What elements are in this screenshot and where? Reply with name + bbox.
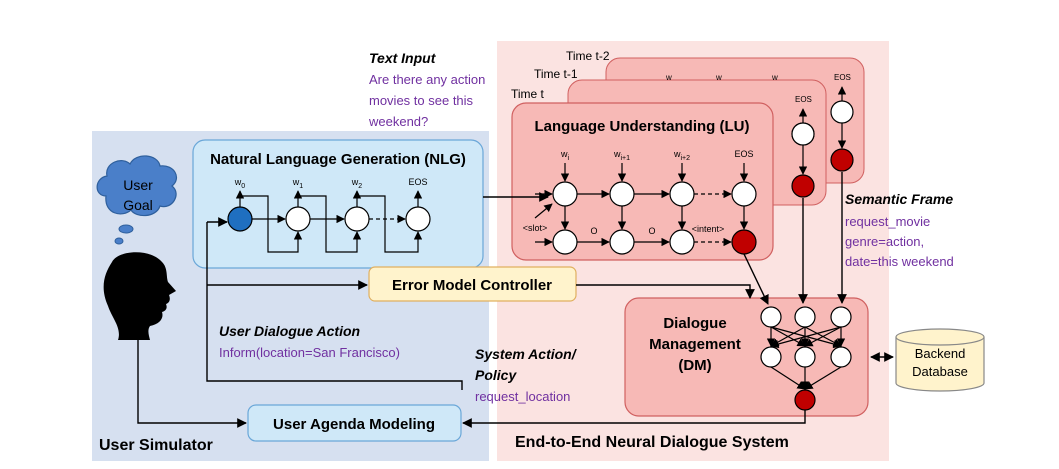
svg-text:w: w	[715, 73, 722, 82]
text-input-line: Are there any action	[369, 72, 485, 87]
semantic-frame-line: genre=action,	[845, 234, 924, 249]
lu-word-label: wi	[560, 149, 570, 162]
system-action-value: request_location	[475, 389, 570, 404]
semantic-frame-heading: Semantic Frame	[845, 191, 953, 207]
nlg-word-label: w2	[351, 177, 363, 190]
user-simulator-label: User Simulator	[99, 437, 213, 454]
lu-tag-label: <slot>	[523, 223, 548, 233]
lu-word-label: EOS	[734, 149, 753, 159]
nlg-feedback-arrow	[240, 195, 303, 253]
system-action-heading-line: Policy	[475, 367, 517, 383]
lu-tag-label: O	[590, 226, 597, 236]
nlg-node	[285, 206, 311, 232]
nlg-node	[405, 206, 431, 232]
dm-edge	[804, 326, 842, 347]
lu-top-node	[552, 181, 578, 207]
lu-top-node	[669, 181, 695, 207]
database-label-line: Database	[912, 364, 968, 379]
text-input-line: movies to see this	[369, 93, 474, 108]
dm-node	[830, 346, 852, 368]
lu-top-node	[731, 181, 757, 207]
lu-t1-node	[791, 122, 815, 146]
svg-text:EOS: EOS	[834, 73, 851, 82]
user-head-icon	[103, 252, 176, 340]
lu-t1-output-node	[791, 174, 815, 198]
semantic-frame-line: date=this weekend	[845, 254, 954, 269]
nlg-word-label: w1	[292, 177, 304, 190]
user-goal-line: Goal	[123, 197, 153, 213]
lu-title: Language Understanding (LU)	[535, 118, 750, 135]
error-model-label: Error Model Controller	[392, 277, 552, 294]
text-input-line: weekend?	[368, 114, 428, 129]
nlg-box	[192, 139, 484, 269]
time-label-t-1: Time t-1	[534, 67, 578, 81]
semantic-frame-line: request_movie	[845, 214, 930, 229]
user-goal-cloud	[96, 155, 177, 245]
lu-top-node	[609, 181, 635, 207]
dm-title-line: Dialogue	[663, 315, 726, 332]
user-agenda-box	[247, 404, 462, 442]
svg-text:EOS: EOS	[795, 95, 812, 104]
svg-text:w: w	[665, 73, 672, 82]
time-label-t: Time t	[511, 87, 545, 101]
dm-node	[760, 306, 782, 328]
database-label-line: Backend	[915, 346, 966, 361]
nlg-feedback-arrow	[298, 195, 362, 253]
time-label-t-2: Time t-2	[566, 49, 610, 63]
dm-title-line: Management	[649, 336, 741, 353]
dm-title-line: (DM)	[678, 357, 711, 374]
lu-box	[511, 102, 774, 261]
dm-edge	[770, 366, 806, 390]
nlg-node	[344, 206, 370, 232]
nlg-word-label: w0	[234, 177, 246, 190]
dm-node	[830, 306, 852, 328]
dm-edge	[770, 326, 842, 349]
user-action-heading: User Dialogue Action	[219, 323, 360, 339]
system-action-heading-line: System Action/	[475, 346, 578, 362]
lu-bottom-node	[731, 229, 757, 255]
lu-bottom-node	[669, 229, 695, 255]
nlg-word-label: EOS	[408, 177, 427, 187]
text-input-heading: Text Input	[369, 50, 437, 66]
nlg-feedback-arrow	[357, 195, 423, 253]
svg-text:w: w	[771, 73, 778, 82]
backend-database-icon	[895, 328, 985, 392]
user-goal-line: User	[123, 177, 153, 193]
user-agenda-label: User Agenda Modeling	[273, 416, 435, 433]
nlg-node	[227, 206, 253, 232]
dm-edge	[804, 366, 842, 390]
system-label: End-to-End Neural Dialogue System	[515, 434, 789, 451]
error-model-box	[368, 266, 577, 302]
dm-node	[760, 346, 782, 368]
lu-bottom-node	[609, 229, 635, 255]
lu-bottom-node	[552, 229, 578, 255]
lu-diagonal-arrow	[534, 203, 553, 219]
nlg-title: Natural Language Generation (NLG)	[210, 151, 466, 168]
lu-tag-label: O	[648, 226, 655, 236]
dm-node	[794, 346, 816, 368]
user-action-value: Inform(location=San Francisco)	[219, 345, 400, 360]
dm-output-node	[794, 389, 816, 411]
lu-tag-label: <intent>	[692, 224, 725, 234]
dm-node	[794, 306, 816, 328]
